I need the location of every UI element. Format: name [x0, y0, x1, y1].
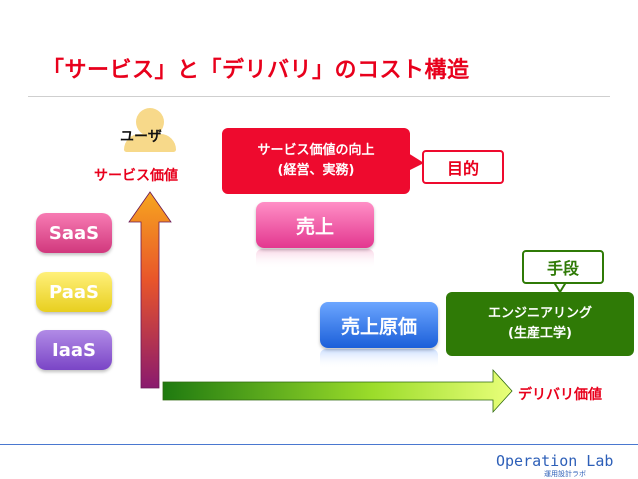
- user-icon-head: [136, 108, 164, 136]
- goal-callout: サービス価値の向上 (経営、実務): [222, 128, 410, 194]
- footer-subtitle: 運用設計ラボ: [544, 470, 586, 478]
- tier-iaas: IaaS: [36, 330, 112, 370]
- footer-divider: [0, 444, 638, 445]
- footer-brand: Operation Lab: [496, 452, 614, 470]
- goal-callout-pointer: [408, 153, 424, 171]
- purpose-tag: 目的: [422, 150, 504, 184]
- delivery-value-label: デリバリ価値: [518, 387, 602, 403]
- tier-paas: PaaS: [36, 272, 112, 312]
- goal-callout-line1: サービス価値の向上: [257, 143, 375, 158]
- goal-callout-line2: (経営、実務): [277, 163, 355, 178]
- horizontal-value-arrow: [162, 368, 513, 414]
- tier-saas: SaaS: [36, 213, 112, 253]
- means-tag: 手段: [522, 250, 604, 284]
- cogs-reflection: [320, 349, 438, 369]
- page-title: 「サービス」と「デリバリ」のコスト構造: [42, 58, 470, 83]
- means-callout-line1: エンジニアリング: [487, 306, 592, 321]
- means-callout-line2: (生産工学): [508, 326, 572, 341]
- means-callout: エンジニアリング (生産工学): [446, 292, 634, 356]
- cogs-box: 売上原価: [320, 302, 438, 348]
- sales-box: 売上: [256, 202, 374, 248]
- person-icon: [124, 134, 176, 152]
- service-value-label: サービス価値: [94, 168, 178, 184]
- vertical-value-arrow: [128, 191, 172, 389]
- user-label: ユーザ: [120, 129, 162, 145]
- title-divider: [28, 96, 610, 97]
- sales-reflection: [256, 249, 374, 269]
